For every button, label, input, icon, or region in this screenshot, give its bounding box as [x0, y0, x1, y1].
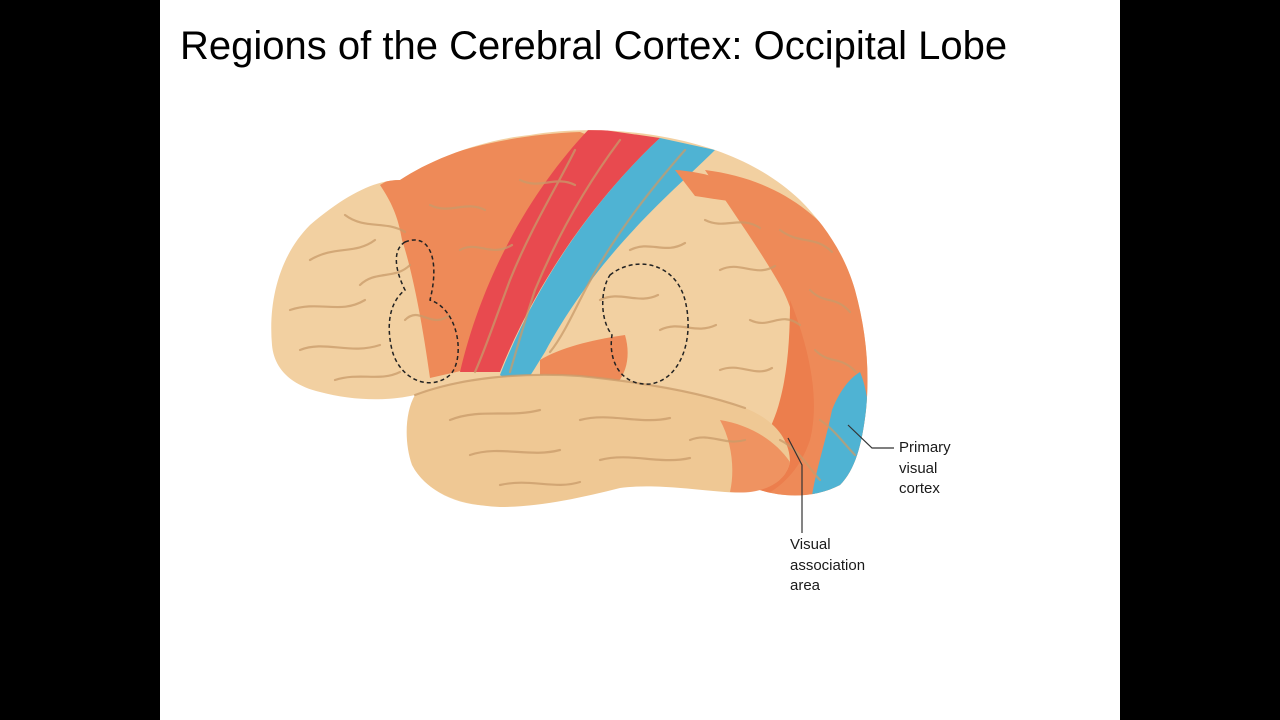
auditory-association-patch: [540, 335, 628, 385]
broca-area-outline: [388, 239, 459, 384]
label-line: Visual: [790, 536, 831, 553]
visual-association-area-leader: [787, 437, 803, 533]
label-line: cortex: [899, 480, 940, 497]
primary-visual-cortex-leader: [847, 424, 894, 449]
label-line: area: [790, 577, 821, 594]
label-line: Primary: [899, 439, 951, 456]
visual-association-area: [720, 300, 814, 500]
temporal-association-shade: [720, 420, 790, 493]
primary-visual-cortex-label: Primary visual cortex: [899, 438, 989, 500]
primary-motor-cortex: [460, 130, 660, 372]
slide-title: Regions of the Cerebral Cortex: Occipita…: [180, 24, 1008, 68]
primary-somatosensory-cortex: [500, 138, 715, 390]
visual-association-area-label: Visual association area: [790, 535, 900, 597]
label-line: visual: [899, 459, 938, 477]
posterior-association-area: [705, 170, 868, 500]
label-line: association: [790, 556, 866, 574]
brain-illustration-icon: [271, 130, 894, 533]
wernicke-area-outline: [602, 263, 689, 385]
slide: Regions of the Cerebral Cortex: Occipita…: [160, 0, 1120, 720]
temporal-lobe: [406, 374, 790, 507]
